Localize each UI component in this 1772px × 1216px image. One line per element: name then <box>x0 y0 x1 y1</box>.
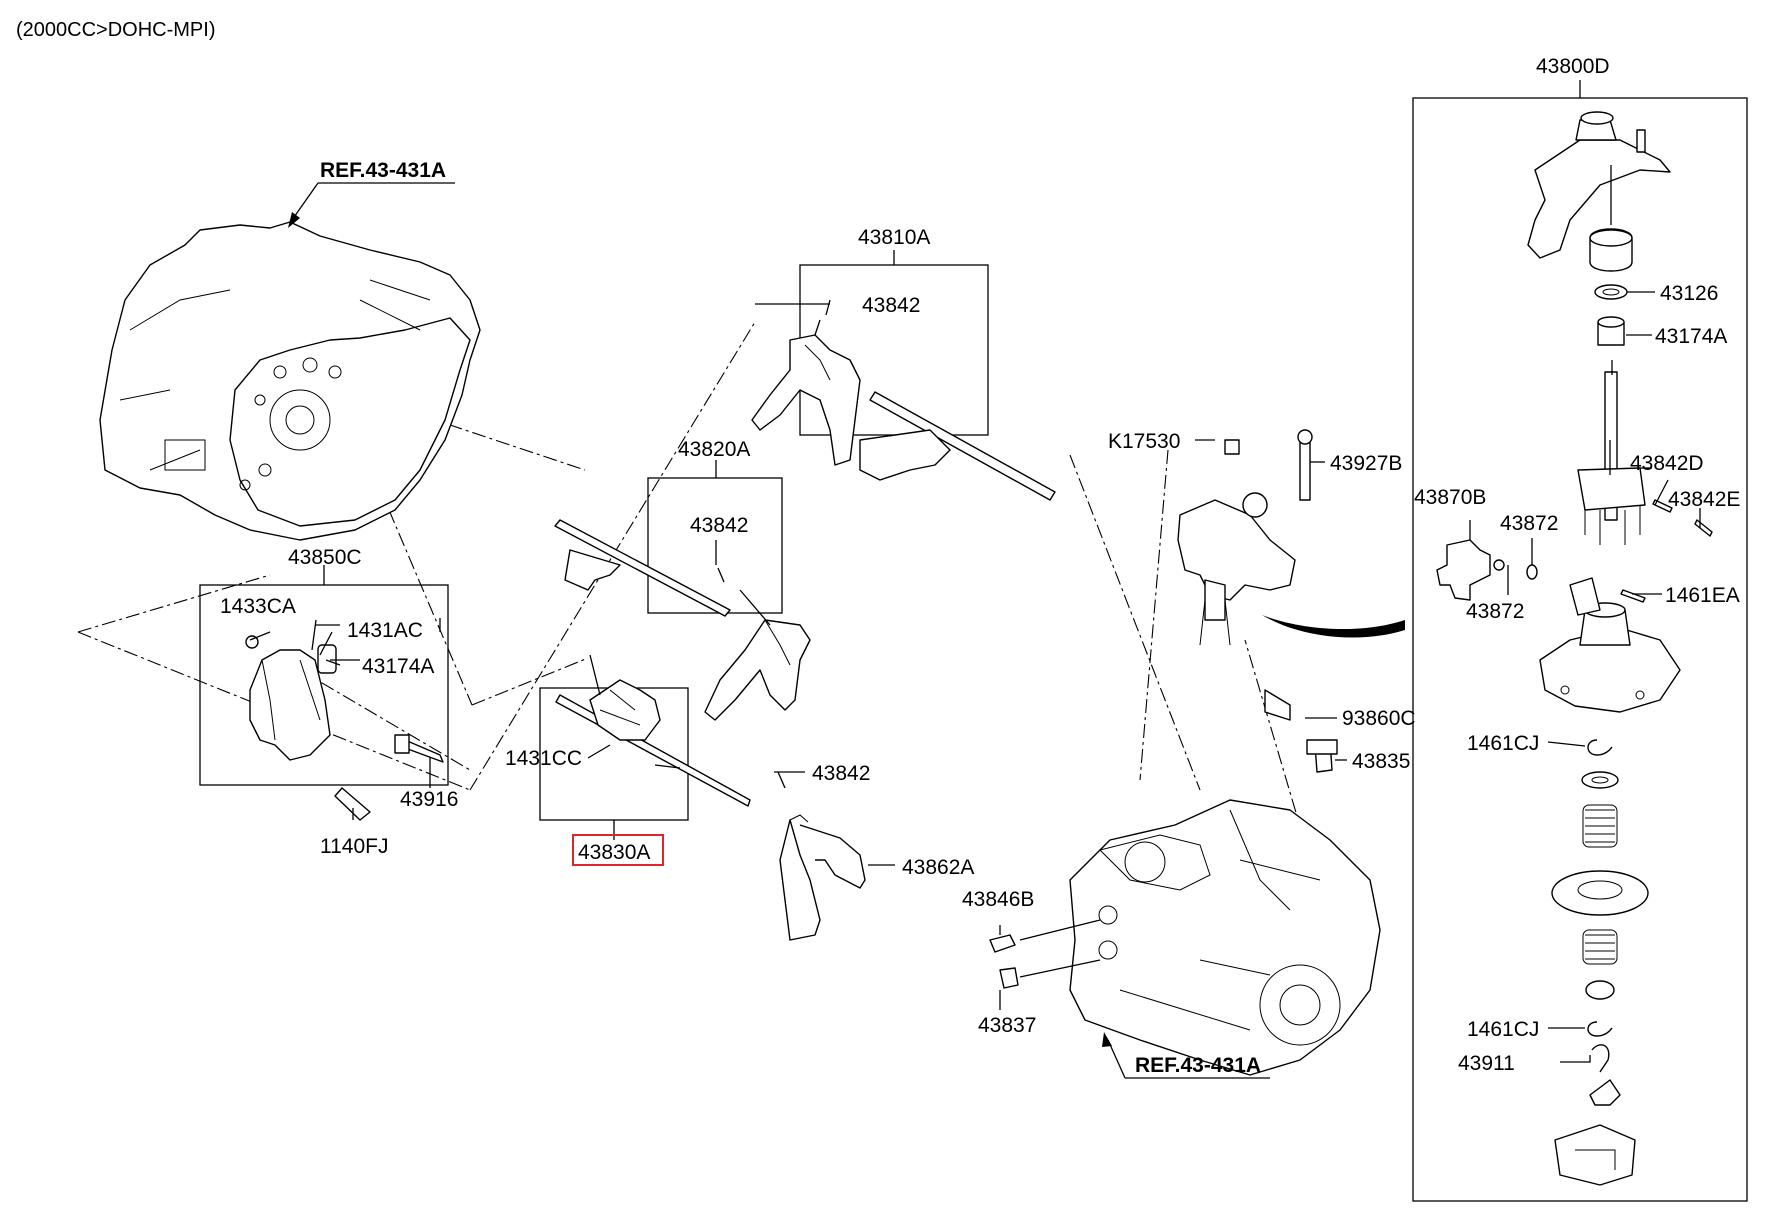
label-43870B[interactable]: 43870B <box>1414 486 1486 509</box>
label-43800D[interactable]: 43800D <box>1536 55 1610 78</box>
group-43820A <box>554 460 811 721</box>
label-1431CC[interactable]: 1431CC <box>505 747 582 770</box>
transmission-case-right <box>1069 799 1381 1076</box>
label-1431AC[interactable]: 1431AC <box>347 619 423 642</box>
group-43800D <box>1412 97 1748 1202</box>
label-43837[interactable]: 43837 <box>978 1014 1036 1037</box>
label-1461EA[interactable]: 1461EA <box>1665 584 1740 607</box>
label-43842D[interactable]: 43842D <box>1630 452 1704 475</box>
label-K17530[interactable]: K17530 <box>1108 430 1180 453</box>
shift-tower <box>989 429 1338 989</box>
transmission-case-left <box>99 221 481 541</box>
part-labels: REF.43-431A REF.43-431A 43800D 43126 431… <box>220 55 1740 1077</box>
label-1433CA[interactable]: 1433CA <box>220 595 296 618</box>
label-43862A[interactable]: 43862A <box>902 856 974 879</box>
label-43126[interactable]: 43126 <box>1660 282 1718 305</box>
label-43927B[interactable]: 43927B <box>1330 452 1402 475</box>
group-43810A <box>751 250 1056 501</box>
label-1461CJ-b[interactable]: 1461CJ <box>1467 1018 1539 1041</box>
engine-variant-title: (2000CC>DOHC-MPI) <box>16 19 215 41</box>
label-43820A[interactable]: 43820A <box>678 438 750 461</box>
label-43842-c[interactable]: 43842 <box>812 762 870 785</box>
label-43835[interactable]: 43835 <box>1352 750 1410 773</box>
ref-markers <box>288 182 1270 1079</box>
label-43846B[interactable]: 43846B <box>962 888 1034 911</box>
assembly-pointer-arrow <box>1262 615 1405 638</box>
group-43850C <box>199 565 449 821</box>
label-43911[interactable]: 43911 <box>1458 1052 1515 1075</box>
label-43174A-left[interactable]: 43174A <box>362 655 434 678</box>
label-43872-a[interactable]: 43872 <box>1500 512 1558 535</box>
ref-label-bottom[interactable]: REF.43-431A <box>1135 1054 1261 1077</box>
group-43830A <box>539 654 866 941</box>
label-1461CJ-a[interactable]: 1461CJ <box>1467 732 1539 755</box>
ref-label-top[interactable]: REF.43-431A <box>320 159 446 182</box>
label-43174A-right[interactable]: 43174A <box>1655 325 1727 348</box>
callout-lines <box>315 80 1701 1063</box>
label-43916[interactable]: 43916 <box>400 788 458 811</box>
label-93860C[interactable]: 93860C <box>1342 707 1416 730</box>
label-43850C[interactable]: 43850C <box>288 546 362 569</box>
label-43810A[interactable]: 43810A <box>858 226 930 249</box>
label-43842-a[interactable]: 43842 <box>862 294 920 317</box>
label-1140FJ[interactable]: 1140FJ <box>320 835 389 858</box>
label-43842E[interactable]: 43842E <box>1668 488 1740 511</box>
label-43872-b[interactable]: 43872 <box>1466 600 1524 623</box>
label-43830A[interactable]: 43830A <box>578 841 650 864</box>
label-43842-b[interactable]: 43842 <box>690 514 748 537</box>
highlight-box-43830A <box>572 834 664 866</box>
